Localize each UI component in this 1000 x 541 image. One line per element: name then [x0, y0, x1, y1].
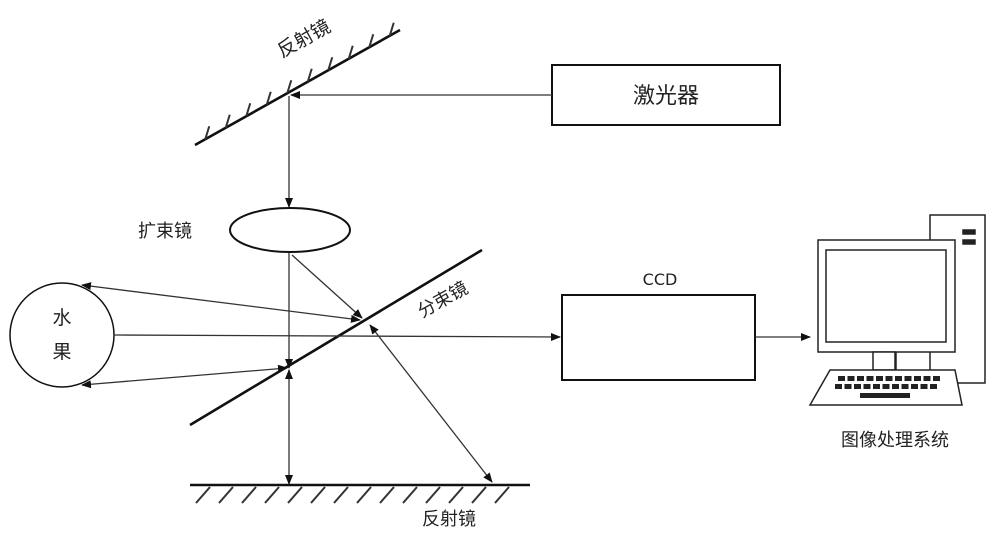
mirror-hatch	[368, 33, 375, 48]
key	[911, 384, 918, 389]
ccd-box	[561, 294, 756, 381]
key	[885, 376, 893, 381]
key	[892, 384, 899, 389]
key	[866, 376, 874, 381]
key	[857, 376, 864, 381]
top-mirror	[194, 22, 401, 147]
laser-label: 激光器	[633, 84, 699, 109]
key	[923, 376, 931, 381]
beam-diagonal	[291, 254, 363, 319]
key	[854, 384, 861, 389]
mirror-hatch	[333, 486, 349, 504]
key	[844, 384, 852, 389]
mirror-hatch	[310, 486, 326, 504]
key	[876, 376, 883, 381]
mirror-hatch	[306, 68, 313, 83]
fruit-label-1: 水	[52, 307, 71, 329]
mirror-hatch	[264, 486, 280, 504]
mirror-hatch	[494, 486, 510, 504]
beam-expander-lens	[229, 207, 351, 253]
mirror-hatch	[402, 486, 418, 504]
computer-label: 图像处理系统	[841, 430, 949, 451]
mirror-hatch	[327, 56, 334, 71]
key	[895, 376, 902, 381]
bottom-mirror-label: 反射镜	[422, 509, 476, 530]
key	[873, 384, 880, 389]
mirror-hatch	[218, 486, 234, 504]
beam-fruit-bottom	[81, 364, 288, 389]
key	[904, 376, 912, 381]
key	[901, 384, 909, 389]
mirror-hatch	[448, 486, 464, 504]
ccd-label: CCD	[643, 270, 678, 289]
top-mirror-label: 反射镜	[274, 15, 335, 62]
key	[882, 384, 890, 389]
key	[847, 376, 855, 381]
beam-to-ccd	[113, 332, 561, 341]
computer-icon	[808, 214, 986, 406]
mirror-hatch	[245, 102, 252, 117]
mirror-hatch	[471, 486, 487, 504]
beam-reflected	[369, 324, 493, 483]
bottom-mirror	[190, 483, 530, 504]
mirror-hatch	[241, 486, 257, 504]
fruit-label-2: 果	[52, 341, 71, 363]
expander-label: 扩束镜	[138, 221, 192, 242]
key	[930, 384, 937, 389]
spacebar	[860, 393, 910, 398]
mirror-hatch	[388, 22, 395, 37]
mirror-hatch	[195, 486, 211, 504]
mirror-hatch	[265, 91, 272, 106]
beam-fruit-top	[81, 282, 361, 323]
mirror-hatch	[379, 486, 395, 504]
key	[914, 376, 921, 381]
mirror-hatch	[286, 79, 293, 94]
mirror-hatch	[224, 114, 231, 129]
key	[838, 376, 845, 381]
mirror-hatch	[425, 486, 441, 504]
fruit-circle	[9, 282, 115, 388]
key	[920, 384, 928, 389]
beam-splitter	[189, 248, 483, 427]
mirror-hatch	[287, 486, 303, 504]
laser-box	[551, 64, 781, 126]
key	[835, 384, 842, 389]
key	[863, 384, 871, 389]
mirror-hatch	[204, 125, 211, 140]
key	[933, 376, 940, 381]
mirror-hatch	[356, 486, 372, 504]
mirror-hatch	[347, 45, 354, 60]
